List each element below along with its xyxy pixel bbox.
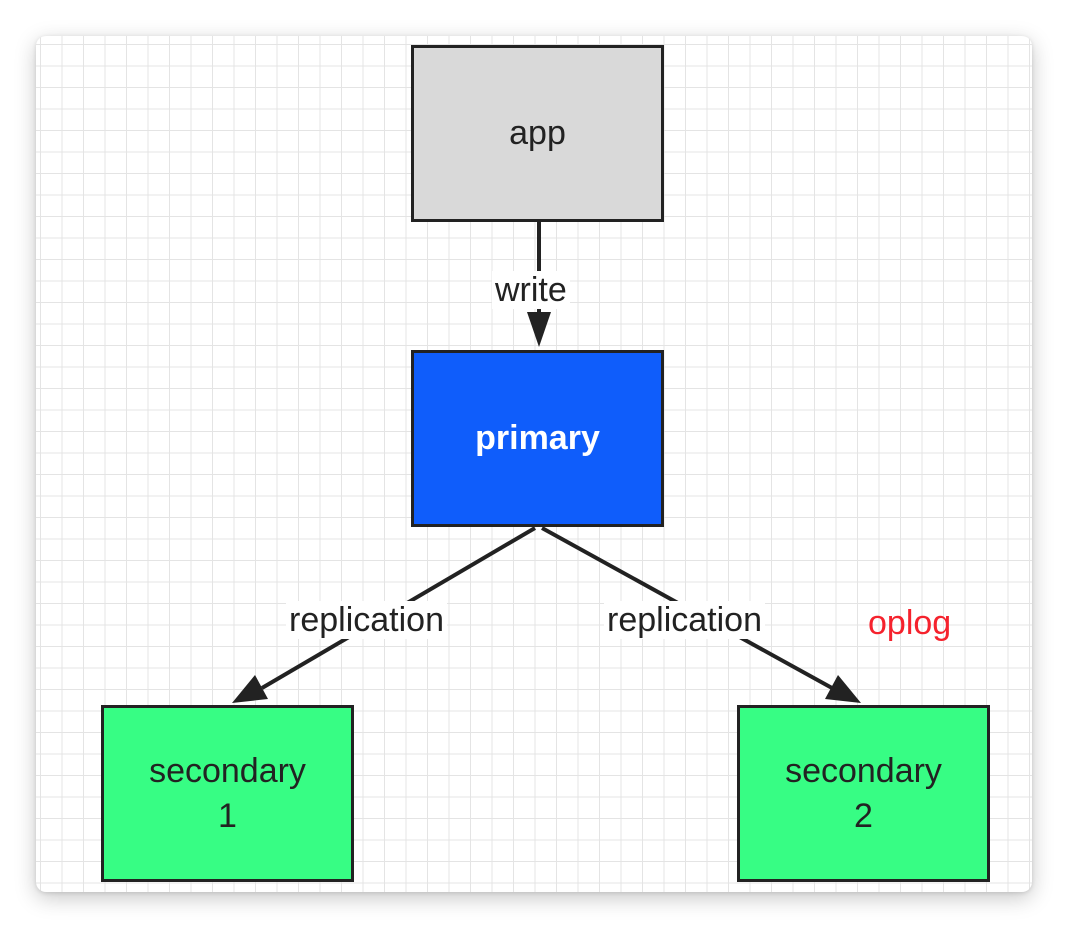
primary-node-label: primary bbox=[475, 419, 600, 458]
secondary-2-node-label: secondary 2 bbox=[785, 752, 942, 835]
primary-node: primary bbox=[411, 350, 664, 527]
replication-1-edge-label: replication bbox=[286, 601, 447, 639]
write-edge-label: write bbox=[492, 271, 570, 309]
oplog-annotation: oplog bbox=[868, 604, 952, 642]
secondary-1-node-label: secondary 1 bbox=[149, 752, 306, 835]
secondary-1-node: secondary 1 bbox=[101, 705, 354, 882]
app-node: app bbox=[411, 45, 664, 222]
app-node-label: app bbox=[509, 114, 566, 153]
replication-2-edge-label: replication bbox=[604, 601, 765, 639]
secondary-2-node: secondary 2 bbox=[737, 705, 990, 882]
